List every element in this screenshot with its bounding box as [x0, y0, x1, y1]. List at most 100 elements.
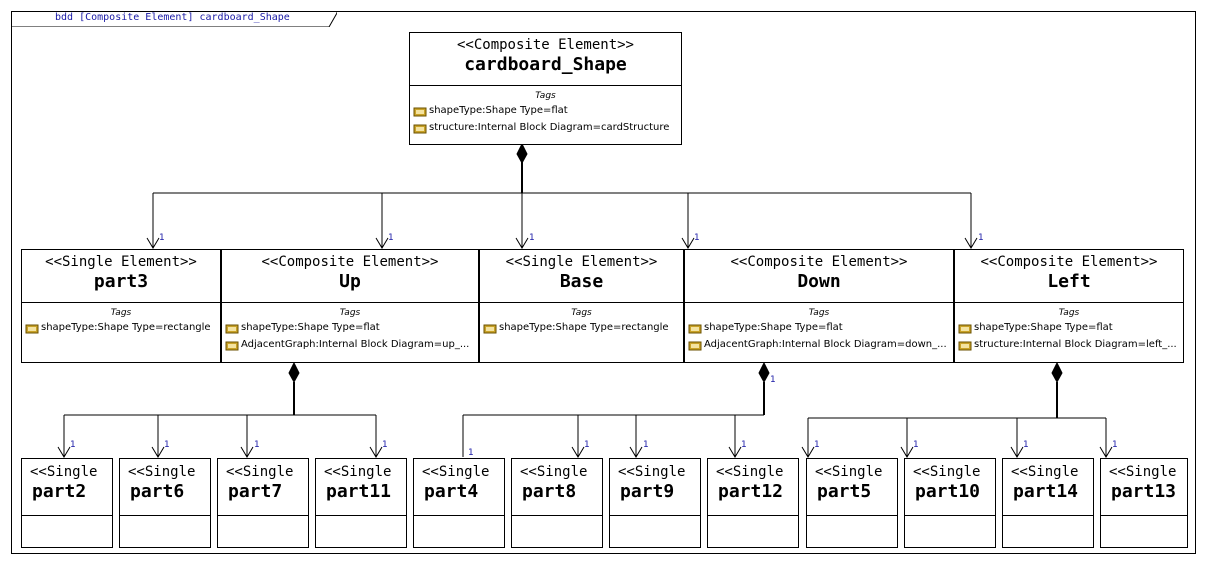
block-name: Up — [339, 271, 361, 292]
multiplicity-label: 1 — [529, 233, 535, 243]
block-stereotype: <<Composite Element>> — [730, 254, 908, 270]
multiplicity-label: 1 — [468, 448, 474, 458]
block-stereotype: <<Composite Element>> — [261, 254, 439, 270]
block-name: Base — [559, 271, 604, 292]
multiplicity-label: 1 — [159, 233, 165, 243]
block-name: part7 — [228, 481, 283, 502]
tag-row: structure:Internal Block Diagram=cardStr… — [410, 119, 681, 136]
tag-text: AdjacentGraph:Internal Block Diagram=dow… — [704, 339, 947, 350]
block-stereotype: <<Single — [324, 464, 392, 480]
block-cardboard-shape[interactable]: <<Composite Element>> cardboard_Shape Ta… — [409, 32, 682, 145]
tag-icon — [413, 123, 427, 133]
tag-icon — [225, 323, 239, 333]
block-name: part12 — [718, 481, 784, 502]
block-stereotype: <<Single — [913, 464, 981, 480]
tags-compartment: Tags shapeType:Shape Type=rectangle — [480, 302, 683, 336]
multiplicity-label: 1 — [70, 440, 76, 450]
tag-row: shapeType:Shape Type=flat — [955, 319, 1183, 336]
block-compartment — [807, 515, 897, 516]
tags-title: Tags — [808, 308, 830, 318]
block-stereotype: <<Single — [422, 464, 490, 480]
tag-text: structure:Internal Block Diagram=left_..… — [974, 339, 1177, 350]
composition-diamond-root — [516, 142, 528, 165]
block-compartment — [512, 515, 602, 516]
block-part11[interactable]: <<Single part11 — [315, 458, 407, 548]
block-up[interactable]: <<Composite Element>> Up Tags shapeType:… — [221, 249, 479, 363]
block-part10[interactable]: <<Single part10 — [904, 458, 996, 548]
tag-icon — [413, 106, 427, 116]
block-name: part6 — [130, 481, 185, 502]
block-base[interactable]: <<Single Element>> Base Tags shapeType:S… — [479, 249, 684, 363]
block-compartment — [218, 515, 308, 516]
tags-title: Tags — [1058, 308, 1080, 318]
tag-text: shapeType:Shape Type=rectangle — [499, 322, 669, 333]
multiplicity-label: 1 — [584, 440, 590, 450]
block-name: part10 — [915, 481, 981, 502]
tag-icon — [25, 323, 39, 333]
block-part9[interactable]: <<Single part9 — [609, 458, 701, 548]
block-name: part8 — [522, 481, 577, 502]
block-part3[interactable]: <<Single Element>> part3 Tags shapeType:… — [21, 249, 221, 363]
block-name: part9 — [620, 481, 675, 502]
multiplicity-label: 1 — [164, 440, 170, 450]
block-stereotype: <<Single Element>> — [505, 254, 658, 270]
frame-tab — [11, 11, 337, 27]
block-part8[interactable]: <<Single part8 — [511, 458, 603, 548]
block-name: part5 — [817, 481, 872, 502]
block-stereotype: <<Single — [716, 464, 784, 480]
block-compartment — [316, 515, 406, 516]
block-name: part4 — [424, 481, 479, 502]
block-stereotype: <<Single — [128, 464, 196, 480]
block-stereotype: <<Single — [226, 464, 294, 480]
multiplicity-label: 1 — [388, 233, 394, 243]
block-name: Down — [797, 271, 841, 292]
multiplicity-label: 1 — [1023, 440, 1029, 450]
tags-title: Tags — [110, 308, 132, 318]
block-compartment — [22, 515, 112, 516]
block-part4[interactable]: <<Single part4 — [413, 458, 505, 548]
block-stereotype: <<Single — [618, 464, 686, 480]
tag-icon — [483, 323, 497, 333]
tag-icon — [688, 323, 702, 333]
frame-label: bdd [Composite Element] cardboard_Shape — [55, 12, 290, 23]
block-part7[interactable]: <<Single part7 — [217, 458, 309, 548]
block-part14[interactable]: <<Single part14 — [1002, 458, 1094, 548]
tag-text: AdjacentGraph:Internal Block Diagram=up_… — [241, 339, 470, 350]
block-name: part2 — [32, 481, 87, 502]
tag-text: structure:Internal Block Diagram=cardStr… — [429, 122, 670, 133]
tag-icon — [958, 323, 972, 333]
tags-title: Tags — [535, 91, 556, 101]
multiplicity-label: 1 — [254, 440, 260, 450]
multiplicity-label: 1 — [1112, 440, 1118, 450]
block-stereotype: <<Single — [30, 464, 98, 480]
tags-compartment: Tags shapeType:Shape Type=flat structure… — [955, 302, 1183, 353]
tag-row: structure:Internal Block Diagram=left_..… — [955, 336, 1183, 353]
block-name: part14 — [1013, 481, 1079, 502]
tag-row: AdjacentGraph:Internal Block Diagram=dow… — [685, 336, 953, 353]
block-part2[interactable]: <<Single part2 — [21, 458, 113, 548]
multiplicity-label: 1 — [814, 440, 820, 450]
block-part5[interactable]: <<Single part5 — [806, 458, 898, 548]
composition-diamond-up — [288, 361, 300, 384]
block-stereotype: <<Composite Element>> — [456, 37, 634, 53]
multiplicity-label: 1 — [694, 233, 700, 243]
block-down[interactable]: <<Composite Element>> Down Tags shapeTyp… — [684, 249, 954, 363]
tag-row: shapeType:Shape Type=rectangle — [480, 319, 683, 336]
block-name: part3 — [93, 271, 149, 292]
multiplicity-label: 1 — [643, 440, 649, 450]
block-compartment — [1003, 515, 1093, 516]
tag-icon — [958, 340, 972, 350]
multiplicity-label: 1 — [382, 440, 388, 450]
tag-icon — [225, 340, 239, 350]
block-stereotype: <<Single — [815, 464, 883, 480]
multiplicity-label: 1 — [978, 233, 984, 243]
block-left[interactable]: <<Composite Element>> Left Tags shapeTyp… — [954, 249, 1184, 363]
block-part13[interactable]: <<Single part13 — [1100, 458, 1188, 548]
tag-text: shapeType:Shape Type=flat — [241, 322, 380, 333]
block-part12[interactable]: <<Single part12 — [707, 458, 799, 548]
block-name: part13 — [1111, 481, 1177, 502]
block-part6[interactable]: <<Single part6 — [119, 458, 211, 548]
block-compartment — [610, 515, 700, 516]
block-name: part11 — [326, 481, 392, 502]
